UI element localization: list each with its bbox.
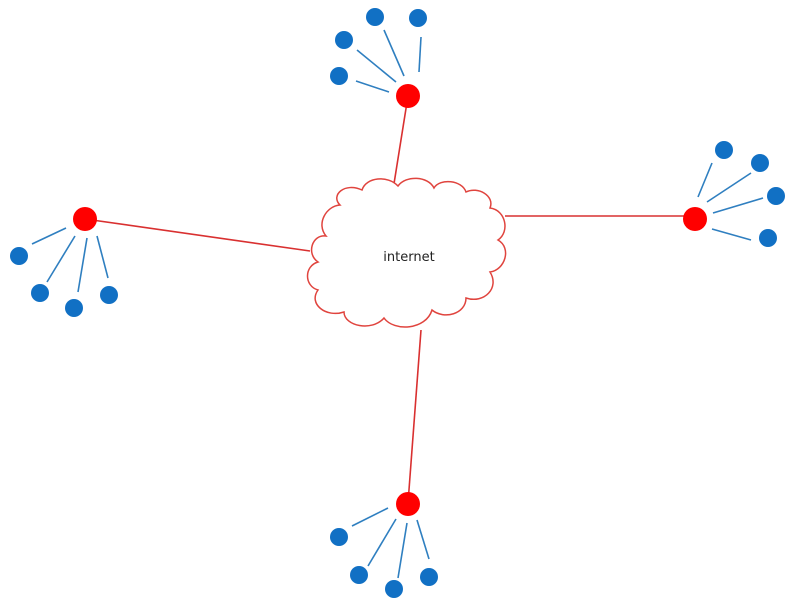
client-node xyxy=(65,299,83,317)
client-node xyxy=(31,284,49,302)
client-node xyxy=(335,31,353,49)
client-node xyxy=(100,286,118,304)
client-link xyxy=(351,507,389,527)
client-node xyxy=(751,154,769,172)
client-link xyxy=(31,227,67,245)
client-link xyxy=(706,172,752,203)
wan-link-left xyxy=(84,218,311,252)
client-node xyxy=(767,187,785,205)
client-node xyxy=(350,566,368,584)
client-node xyxy=(330,528,348,546)
router-nodes xyxy=(73,84,707,516)
cloud-shape xyxy=(306,177,507,328)
client-link xyxy=(697,162,713,198)
client-link xyxy=(77,237,88,293)
client-link xyxy=(96,235,109,279)
client-link xyxy=(356,49,397,83)
client-node xyxy=(385,580,403,598)
client-links xyxy=(31,29,764,579)
client-link xyxy=(418,36,422,73)
client-link xyxy=(711,228,752,241)
client-node xyxy=(330,67,348,85)
wan-link-bottom xyxy=(407,329,422,504)
internet-cloud: internet xyxy=(306,177,507,328)
client-link xyxy=(355,80,390,93)
wan-links xyxy=(84,95,695,504)
client-node xyxy=(10,247,28,265)
router-top xyxy=(396,84,420,108)
client-link xyxy=(397,522,408,579)
client-node xyxy=(366,8,384,26)
client-link xyxy=(712,197,764,214)
client-node xyxy=(420,568,438,586)
client-link xyxy=(46,235,76,283)
client-node xyxy=(759,229,777,247)
client-link xyxy=(367,518,397,567)
client-node xyxy=(715,141,733,159)
client-nodes xyxy=(10,8,785,598)
client-link xyxy=(383,29,405,77)
wan-link-top xyxy=(392,95,409,191)
client-link xyxy=(416,519,430,560)
client-node xyxy=(409,9,427,27)
router-bottom xyxy=(396,492,420,516)
cloud-label: internet xyxy=(383,250,434,265)
router-left xyxy=(73,207,97,231)
router-right xyxy=(683,207,707,231)
